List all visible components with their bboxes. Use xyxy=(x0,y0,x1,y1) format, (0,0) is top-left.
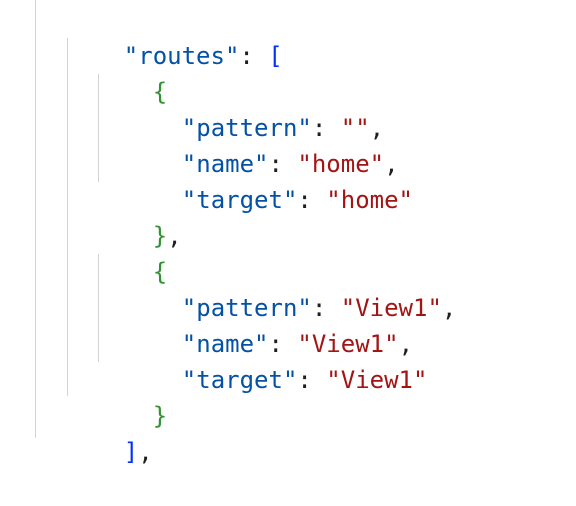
colon: : xyxy=(268,330,298,358)
code-line: "name": "home", xyxy=(124,110,399,178)
colon: : xyxy=(311,114,341,142)
code-line: { xyxy=(95,218,167,286)
code-line: "target": "home" xyxy=(124,146,413,214)
colon: : xyxy=(239,42,269,70)
close-bracket: ] xyxy=(123,438,139,466)
json-string: "home" xyxy=(326,186,413,214)
comma: , xyxy=(384,150,399,178)
json-key: "target" xyxy=(181,366,298,394)
colon: : xyxy=(297,366,327,394)
code-line: { xyxy=(95,38,167,106)
code-line: "name": "View1", xyxy=(124,290,413,358)
code-line: "pattern": "", xyxy=(124,74,384,142)
open-bracket: [ xyxy=(268,42,283,70)
code-line: "pattern": "View1", xyxy=(124,254,457,322)
indent-guide xyxy=(98,254,99,362)
json-string: "home" xyxy=(297,150,385,178)
indent-guide xyxy=(67,38,68,396)
json-key: "name" xyxy=(181,150,269,178)
code-editor[interactable]: "routes": [ { "pattern": "", "name": "ho… xyxy=(0,0,576,466)
open-brace: { xyxy=(152,78,168,106)
json-string: "" xyxy=(340,114,370,142)
code-line: } xyxy=(95,362,167,430)
comma: , xyxy=(138,438,153,466)
comma: , xyxy=(167,222,182,250)
close-brace: } xyxy=(152,402,168,430)
comma: , xyxy=(398,330,414,358)
close-brace: } xyxy=(152,222,168,250)
json-key: "pattern" xyxy=(181,294,312,322)
indent-guide xyxy=(98,74,99,182)
json-string: "View1" xyxy=(340,294,442,322)
json-key: "pattern" xyxy=(181,114,312,142)
comma: , xyxy=(369,114,385,142)
comma: , xyxy=(441,294,457,322)
code-line: "target": "View1" xyxy=(124,326,428,394)
code-line: }, xyxy=(95,182,182,250)
colon: : xyxy=(297,186,327,214)
code-line: ], xyxy=(66,398,153,466)
json-key: "name" xyxy=(181,330,269,358)
json-string: "View1" xyxy=(297,330,399,358)
colon: : xyxy=(268,150,298,178)
colon: : xyxy=(311,294,341,322)
code-line: "routes": [ xyxy=(66,2,283,70)
json-key: "target" xyxy=(181,186,298,214)
open-brace: { xyxy=(152,258,168,286)
json-string: "View1" xyxy=(326,366,428,394)
json-key: "routes" xyxy=(123,42,240,70)
indent-guide xyxy=(35,0,36,438)
